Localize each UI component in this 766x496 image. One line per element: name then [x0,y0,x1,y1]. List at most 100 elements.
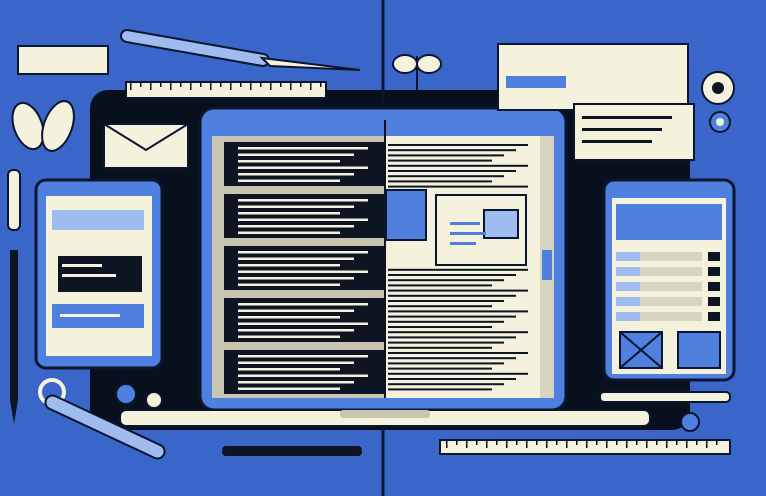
code-line [238,147,368,150]
ruler-tick [130,82,132,90]
text-line [388,357,516,360]
form-row-label [616,267,640,276]
ruler-tick [556,440,558,445]
ruler-tick [320,82,322,87]
ruler-tick [290,82,292,90]
ruler-tick [536,440,538,445]
text-line [388,367,492,370]
form-row-label [616,297,640,306]
ruler-tick [270,82,272,90]
code-line [238,335,340,338]
text-line [388,378,516,380]
text-line [388,300,504,302]
text-line [388,268,528,271]
ruler-tick [140,82,142,87]
ruler-tick [606,440,608,448]
ruler-tick [496,440,498,445]
text-line [388,154,504,157]
code-line [238,316,340,319]
text-line [388,326,492,328]
code-line [238,381,354,384]
form-row-label [616,282,640,291]
ruler-tick [230,82,232,90]
text-line [388,164,528,167]
ruler-tick [456,440,458,445]
code-line [238,212,340,215]
text-line [388,372,528,375]
text-line [388,289,528,292]
ruler-tick [576,440,578,445]
code-line [238,264,340,267]
ruler-tick [190,82,192,90]
text-line [388,362,504,365]
form-window-icon [602,178,736,382]
code-line [238,374,368,377]
phone-window-icon [34,178,164,370]
code-line [238,329,354,332]
ruler-tick [616,440,618,445]
text-line [388,315,516,318]
code-line [238,257,354,260]
ruler-tick [210,82,212,90]
text-line [388,346,492,349]
text-line [388,331,528,334]
code-line [238,361,354,364]
text-line [388,185,528,188]
text-line [388,320,504,323]
form-row-label [616,252,640,261]
code-line [238,173,354,176]
ruler-tick [526,440,528,448]
ruler-tick [646,440,648,448]
form-row [616,267,702,276]
code-line [238,322,368,325]
ruler-tick [596,440,598,445]
code-line [238,225,354,228]
code-line [238,283,340,286]
ruler-icon [125,81,731,455]
ruler-tick [240,82,242,87]
ruler-tick [706,440,708,448]
text-line [388,388,492,391]
ruler-tick [476,440,478,445]
ruler-tick [686,440,688,448]
code-line [238,355,368,358]
form-row-check [708,282,720,291]
code-line [238,251,368,254]
ruler-tick [516,440,518,445]
form-row-check [708,267,720,276]
text-line [388,383,504,386]
ruler-tick [506,440,508,448]
code-line [238,218,368,221]
code-line [238,199,368,202]
ruler-tick [656,440,658,445]
ruler-tick [170,82,172,90]
code-line [238,277,354,280]
text-line [388,180,492,183]
scissors-icon [38,378,166,460]
ruler-tick [716,440,718,445]
ruler-tick [150,82,152,90]
popup-window [385,189,527,266]
code-line [238,231,340,234]
ruler-tick [466,440,468,448]
form-row [616,282,702,291]
ruler-tick [250,82,252,90]
text-line [388,336,516,339]
ruler-tick [310,82,312,90]
text-line [388,170,516,172]
ruler-tick [636,440,638,445]
code-line [238,303,368,306]
ruler-tick [200,82,202,87]
text-line [388,352,528,354]
form-row-check [708,312,720,321]
ruler-tick [446,440,448,448]
text-line [388,144,528,146]
form-row [616,297,702,306]
ruler-tick [626,440,628,448]
form-row-check [708,252,720,261]
ruler-tick [676,440,678,445]
text-line [388,159,492,162]
ruler-tick [220,82,222,87]
code-line [238,160,340,163]
